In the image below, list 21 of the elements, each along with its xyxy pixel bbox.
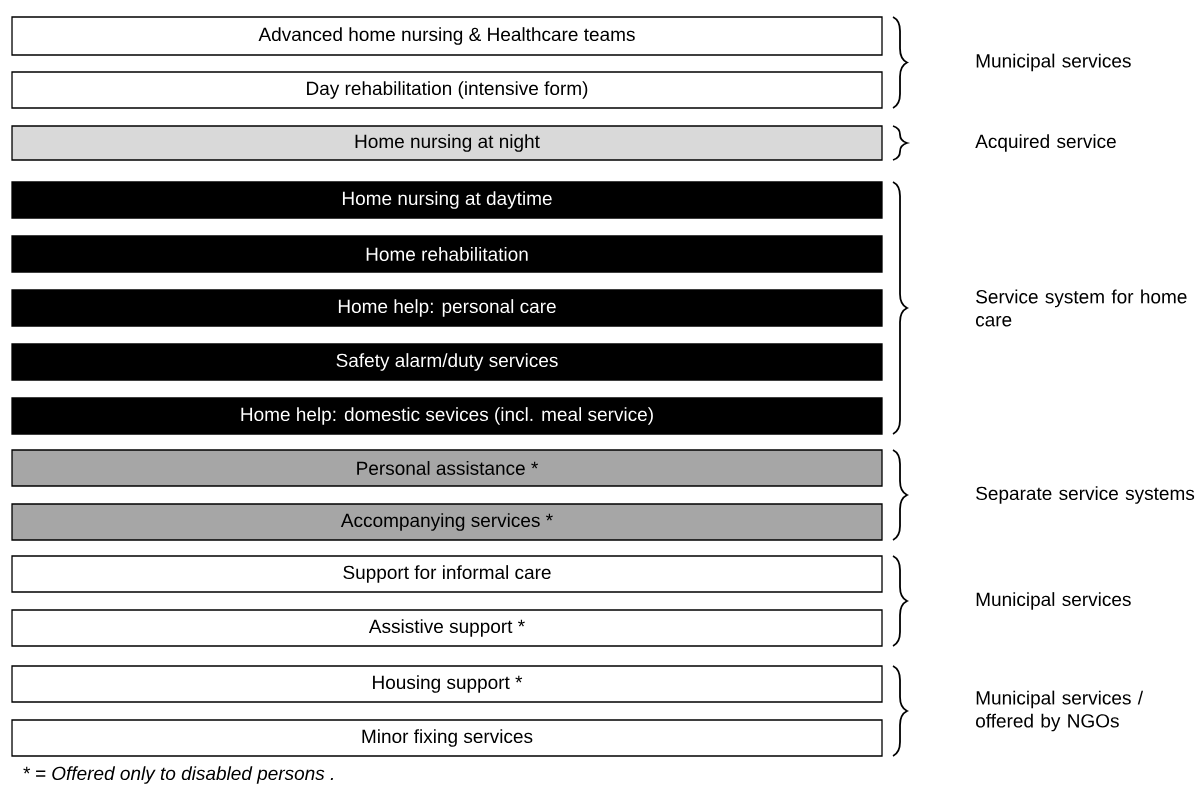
group-label: Acquired service (975, 134, 1116, 152)
service-box: Minor fixing services (11, 719, 883, 757)
service-box: Home rehabilitation (11, 235, 883, 273)
footnote: * = Offered only to disabled persons . (23, 766, 333, 784)
service-box: Accompanying services * (11, 503, 883, 541)
group-label: Municipal services (976, 53, 1131, 72)
service-box: Day rehabilitation (intensive form) (11, 71, 883, 109)
service-box: Home nursing at night (11, 125, 883, 161)
service-box: Support for informal care (11, 555, 883, 593)
service-box: Personal assistance * (11, 449, 883, 487)
group-label: Separate service systems (976, 486, 1195, 504)
service-box: Home nursing at daytime (11, 181, 883, 219)
service-box: Safety alarm/duty services (11, 343, 883, 381)
service-box: Home help: personal care (11, 289, 883, 327)
group-label: Service system for home care (976, 289, 1187, 327)
service-box: Home help: domestic sevices (incl. meal service) (11, 397, 883, 435)
group-label: Municipal services (976, 592, 1131, 610)
service-box: Housing support * (11, 665, 883, 703)
group-label: Municipal services / offered by NGOs (976, 690, 1144, 732)
service-box: Assistive support * (11, 609, 883, 647)
service-box: Advanced home nursing & Healthcare teams (11, 16, 883, 56)
